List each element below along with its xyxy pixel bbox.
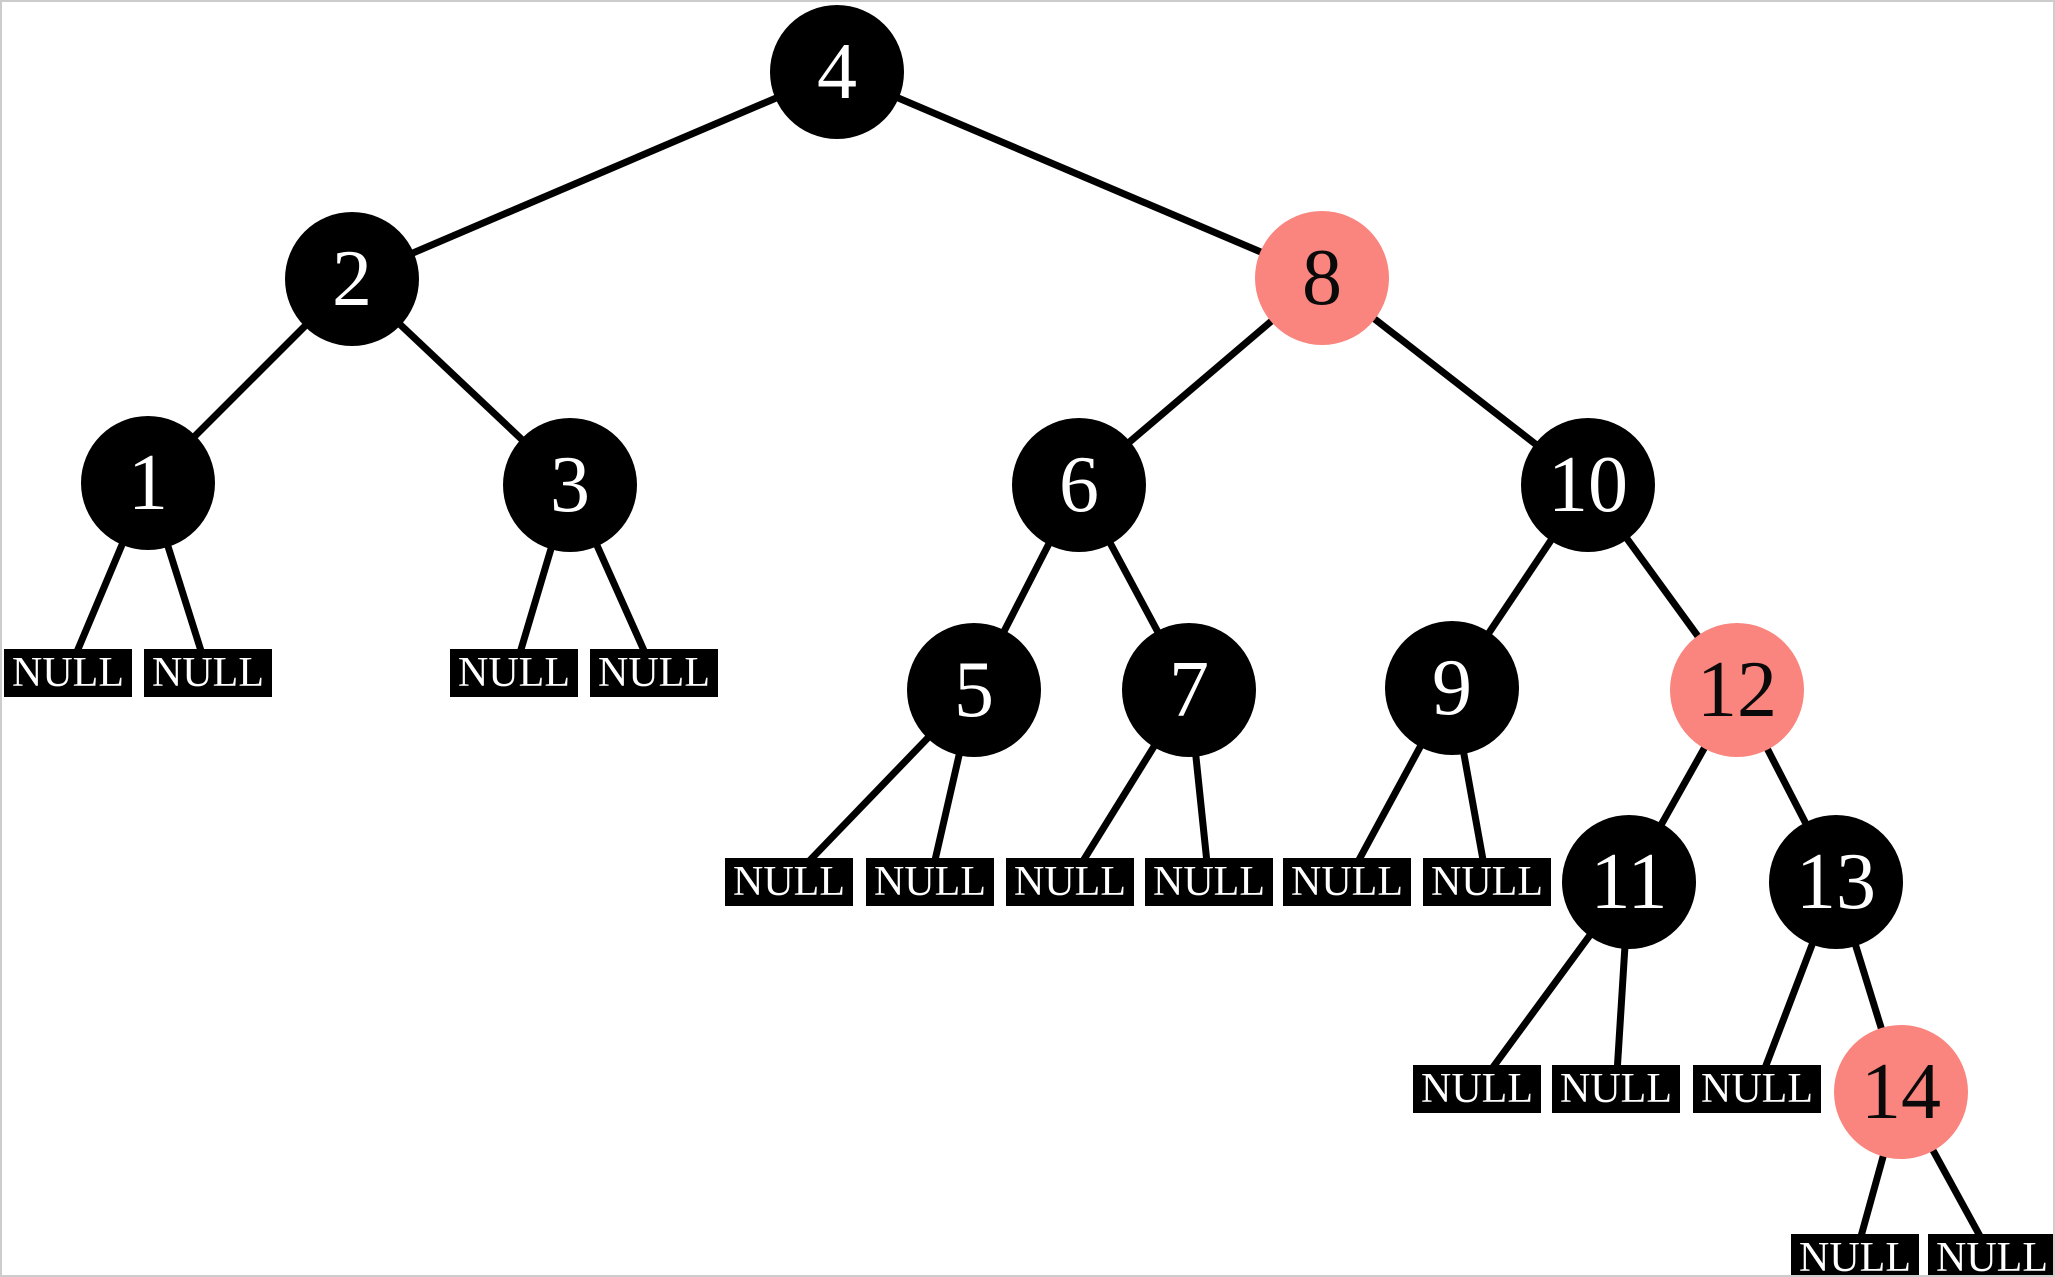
null-leaf-5-left: NULL <box>725 858 853 906</box>
null-leaf-14-right: NULL <box>1928 1234 2053 1275</box>
null-leaf-9-left: NULL <box>1283 858 1411 906</box>
null-leaf-1-left: NULL <box>4 649 132 697</box>
null-leaf-3-left: NULL <box>450 649 578 697</box>
null-leaf-11-left: NULL <box>1413 1065 1541 1113</box>
tree-node-11: 11 <box>1562 815 1696 949</box>
null-leaf-14-left: NULL <box>1791 1234 1919 1275</box>
null-leaf-13-left: NULL <box>1693 1065 1821 1113</box>
tree-node-3: 3 <box>503 418 637 552</box>
edge-4-2 <box>350 68 839 283</box>
tree-node-5: 5 <box>907 623 1041 757</box>
tree-node-6: 6 <box>1012 418 1146 552</box>
null-leaf-9-right: NULL <box>1423 858 1551 906</box>
tree-node-12: 12 <box>1670 623 1804 757</box>
tree-node-14: 14 <box>1834 1025 1968 1159</box>
tree-node-8: 8 <box>1255 211 1389 345</box>
tree-node-2: 2 <box>285 212 419 346</box>
tree-node-10: 10 <box>1521 418 1655 552</box>
tree-node-9: 9 <box>1385 621 1519 755</box>
tree-node-7: 7 <box>1122 623 1256 757</box>
tree-node-13: 13 <box>1769 815 1903 949</box>
tree-node-4: 4 <box>770 5 904 139</box>
edge-4-8 <box>835 68 1324 282</box>
null-leaf-7-left: NULL <box>1006 858 1134 906</box>
null-leaf-1-right: NULL <box>144 649 272 697</box>
null-leaf-11-right: NULL <box>1552 1065 1680 1113</box>
null-leaf-5-right: NULL <box>866 858 994 906</box>
null-leaf-7-right: NULL <box>1145 858 1273 906</box>
null-leaf-3-right: NULL <box>590 649 718 697</box>
tree-node-1: 1 <box>81 416 215 550</box>
